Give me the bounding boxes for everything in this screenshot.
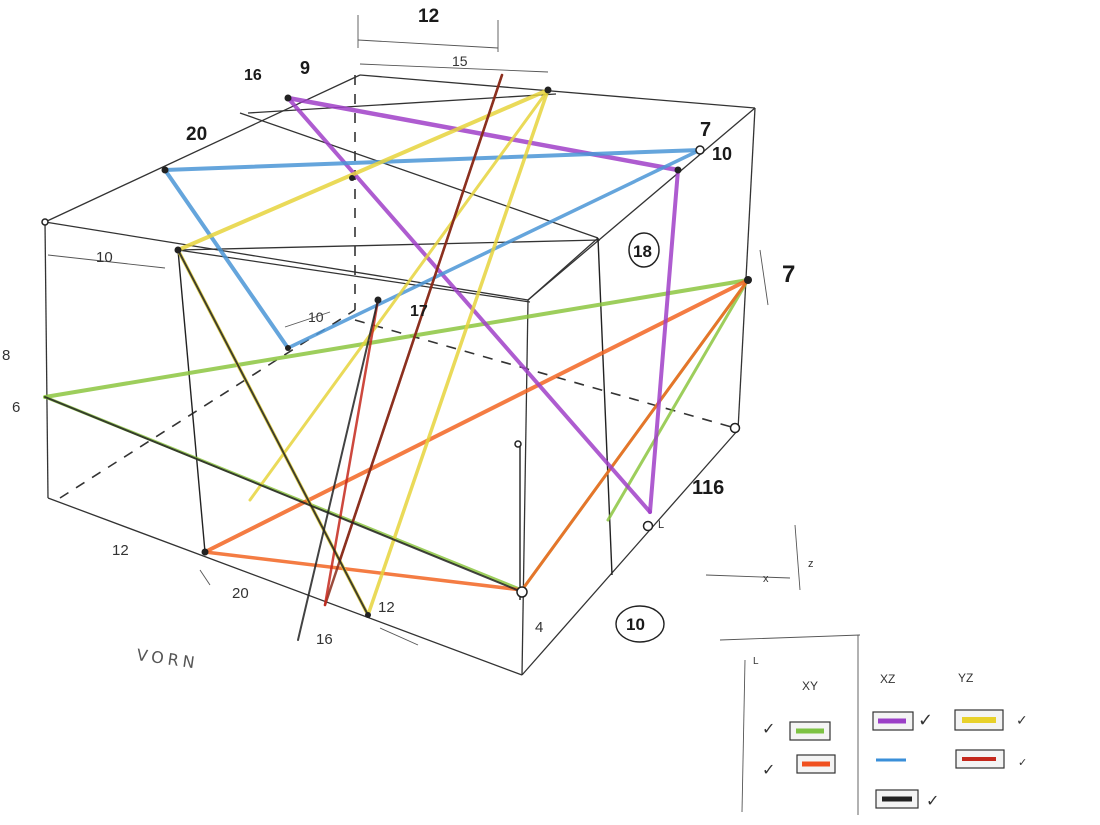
label-axis-x: x [763, 573, 769, 585]
legend-swatch-xz-purple [872, 711, 914, 731]
label-left-20: 20 [186, 124, 207, 145]
legend-header-xy: XY [802, 679, 818, 693]
colored-lines [43, 73, 750, 641]
legend-corner-mark: L [753, 656, 759, 667]
label-top-9: 9 [300, 58, 310, 78]
circled-label-10: 10 [615, 605, 665, 643]
legend-swatch-xy-orange [796, 754, 836, 774]
legend-swatch-yz-red [955, 749, 1005, 769]
legend-check-yz-red: ✓ [1018, 756, 1027, 769]
label-left-6: 6 [12, 399, 20, 416]
label-axis-z: z [808, 558, 814, 570]
construction-verticals [177, 237, 613, 600]
label-bottom-12-left: 12 [112, 542, 129, 559]
color-legend: L XY XZ YZ ✓ ✓ ✓ ✓ [753, 656, 1028, 810]
legend-swatch-xy-green [789, 721, 831, 741]
legend-check-xz-black: ✓ [926, 791, 939, 810]
label-top-15: 15 [452, 53, 468, 69]
label-right-116: 116 [692, 477, 724, 499]
label-bottom-20: 20 [232, 585, 249, 602]
legend-check-xz-purple: ✓ [918, 710, 933, 731]
dimension-labels: 12 15 16 9 20 7 10 10 10 17 18 7 8 6 116… [2, 6, 814, 673]
legend-check-xy-orange: ✓ [762, 760, 775, 779]
label-center-17: 17 [410, 303, 428, 320]
label-left-8: 8 [2, 347, 10, 364]
dimension-guides [47, 15, 861, 815]
label-bottom-12-mid: 12 [378, 599, 395, 616]
legend-header-yz: YZ [958, 671, 973, 685]
label-top-12: 12 [418, 6, 439, 27]
circled-label-18: 18 [628, 232, 660, 268]
label-right-7-top: 7 [700, 119, 711, 141]
svg-text:10: 10 [626, 615, 645, 634]
legend-check-xy-green: ✓ [762, 719, 775, 738]
label-top-16: 16 [244, 67, 262, 84]
legend-swatch-yz-yellow [954, 709, 1004, 731]
legend-header-xz: XZ [880, 672, 895, 686]
label-bottom-16: 16 [316, 631, 333, 648]
label-right-7-mid: 7 [782, 261, 795, 288]
label-corner-mark: L [658, 519, 664, 531]
legend-check-yz-yellow: ✓ [1016, 713, 1028, 729]
label-left-10: 10 [96, 249, 113, 266]
label-front-word: VORN [135, 645, 199, 672]
label-right-4: 4 [535, 619, 543, 636]
label-right-10: 10 [712, 144, 732, 164]
legend-swatch-xz-black [875, 789, 919, 809]
vertex-nodes [41, 86, 752, 618]
label-inner-10: 10 [308, 309, 324, 325]
svg-text:18: 18 [633, 242, 652, 261]
